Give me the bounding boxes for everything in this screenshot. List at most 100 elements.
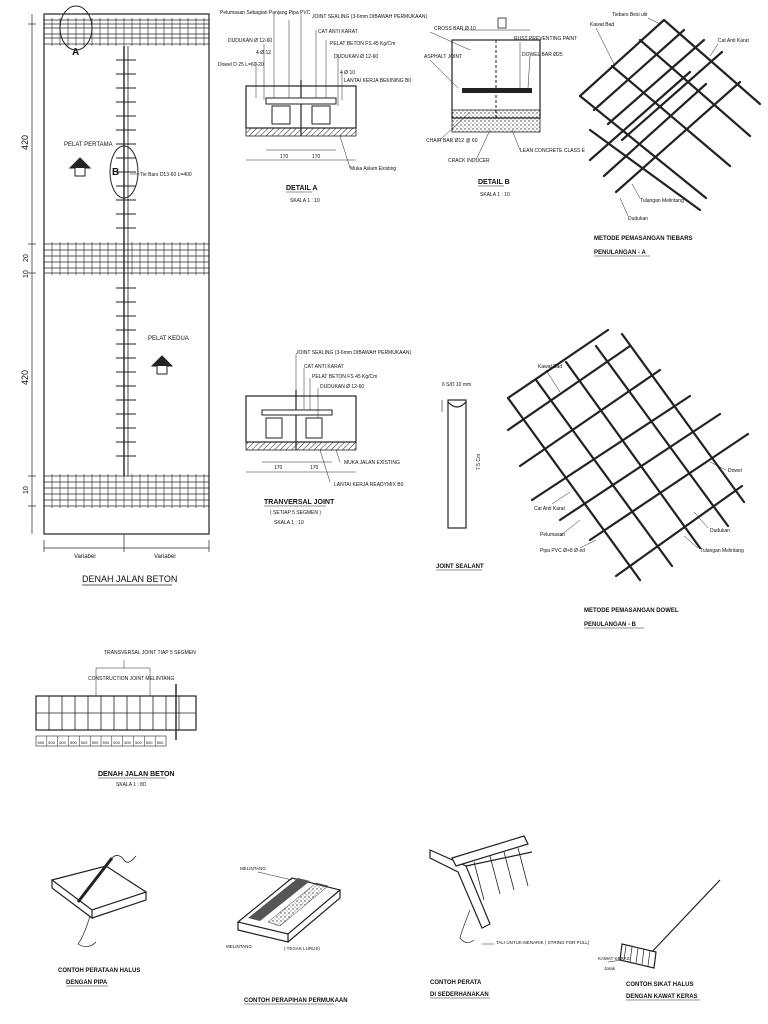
detail-b-crack: CRACK INDUCER [448, 158, 490, 164]
sealant-side: 7.5 Cm [476, 454, 482, 470]
sp-scale: SKALA 1 : 80 [116, 782, 146, 788]
small-plan: TRANSVERSAL JOINT TIAP 5 SEGMEN CONSTRUC… [35, 650, 197, 788]
tj-dim-left: 170 [274, 465, 283, 471]
tj-dim-right: 170 [310, 465, 319, 471]
sp-transversal: TRANSVERSAL JOINT TIAP 5 SEGMEN [104, 650, 196, 656]
small-plan-cell-label: 500 [59, 740, 66, 745]
detail-b-dowel: DOWEL BAR Ø25 [522, 52, 563, 58]
pipa-title-2: DENGAN PIPA [66, 980, 108, 986]
detail-a-joint: JOINT SEALING (3-6mm DIBAWAH PERMUKAAN) [312, 14, 427, 20]
perata-title-2: DI SEDERHANAKAN [430, 992, 489, 998]
mesh-band-middle [44, 243, 209, 274]
variabel-right: Variabel [154, 554, 176, 560]
mesh-band-top [44, 19, 209, 45]
detail-a-dim-left: 170 [280, 154, 289, 160]
perata-label: TALI UNTUK MENARIK ( STRING FOR PULL) [496, 940, 590, 945]
small-plan-cell-label: 500 [157, 740, 164, 745]
mesh-band-bottom [44, 475, 209, 507]
slab-outline [43, 13, 210, 535]
surface-title: CONTOH PERAPIHAN PERMUKAAN [244, 998, 348, 1004]
dowel-kawat: Kawat Bad [538, 364, 562, 370]
tiebar-kawat: Kawat Bad [590, 22, 614, 28]
small-plan-cell-label: 500 [135, 740, 142, 745]
sp-title: DENAH JALAN BETON [98, 771, 175, 778]
dim-420-top: 420 [20, 135, 30, 150]
sikat-title-2: DENGAN KAWAT KERAS [626, 994, 698, 1000]
small-plan-cell-label: 500 [48, 740, 55, 745]
small-plan-cell-label: 500 [124, 740, 131, 745]
dowel-pelumasan: Pelumasan [540, 532, 565, 538]
detail-b-marker [109, 145, 139, 199]
detail-a-pelumasan: Pelumasan Sebagian Panjang Pipa PVC [220, 10, 311, 16]
joint-sealant: 6 S/D 10 mm 7.5 Cm JOINT SEALANT [436, 382, 484, 571]
detail-a-4d12: 4 Ø 12 [256, 50, 271, 56]
dowel-mesh [506, 328, 750, 582]
tiebar-title-2: PENULANGAN - A [594, 250, 646, 256]
detail-a-4d10: 4 Ø 10 [340, 70, 355, 76]
detail-b-scale: SKALA 1 : 10 [480, 192, 510, 198]
example-pipa: CONTOH PERATAAN HALUS DENGAN PIPA [50, 855, 148, 987]
tiebar-mesh [578, 18, 762, 212]
surface-top: MELINTANG [240, 866, 266, 871]
tie-bars [116, 59, 136, 457]
tie-bars-label: Tie Bars D13-60 L=400 [140, 172, 192, 178]
dim-420-bottom: 420 [20, 370, 30, 385]
detail-b: CROSS BAR Ø 10 RUST PREVENTING PAINT ASP… [424, 17, 586, 198]
sikat-title-1: CONTOH SIKAT HALUS [626, 982, 693, 988]
tiebar-title-1: METODE PEMASANGAN TIEBARS [594, 236, 693, 242]
detail-b-cross: CROSS BAR Ø 10 [434, 26, 476, 32]
detail-a-label: A [72, 47, 79, 58]
dowel-tulangan: Tulangan Melintang [700, 548, 744, 554]
dowel-pipa: Pipa PVC Ø+8 Ø ed [540, 548, 585, 554]
tj-joint: JOINT SEALING (3-6mm DIBAWAH PERMUKAAN) [296, 350, 411, 356]
road-plan: A B 420 20 10 420 10 PELAT PERTAMA Tie B… [20, 5, 210, 586]
dowel-dudukan: Dudukan [710, 528, 730, 534]
small-plan-cell-label: 500 [146, 740, 153, 745]
dowel-bar-b [462, 88, 532, 93]
detail-b-title: DETAIL B [478, 179, 510, 186]
detail-a-title: DETAIL A [286, 185, 317, 192]
tj-cat: CAT ANTI KARAT [304, 364, 344, 370]
small-plan-cell-label: 500 [81, 740, 88, 745]
sp-construction: CONSTRUCTION JOINT MELINTANG [88, 676, 174, 682]
transversal-joint: JOINT SEALING (3-6mm DIBAWAH PERMUKAAN) … [245, 350, 411, 526]
tj-subtitle: ( SETIAP 5 SEGMEN ) [270, 510, 321, 516]
dowel-title-2: PENULANGAN - B [584, 622, 637, 628]
small-plan-cell-label: 500 [38, 740, 45, 745]
tiebar-tulangan: Tulangan Melintang [640, 198, 684, 204]
detail-a-dim-right: 170 [312, 154, 321, 160]
small-plan-cell-label: 500 [103, 740, 110, 745]
detail-b-lean: LEAN CONCRETE CLASS E [520, 148, 586, 154]
dim-bottom: 10 [23, 486, 30, 494]
tj-pelat: PELAT BETON FS 45 Kg/Cm [312, 374, 377, 380]
sikat-label-1: KAWAT KERAS [598, 956, 630, 961]
dim-gap-mid: 20 [23, 254, 30, 262]
detail-a-pelat: PELAT BETON FS 45 Kg/Cm [330, 41, 395, 47]
example-perata: TALI UNTUK MENARIK ( STRING FOR PULL) CO… [429, 835, 590, 999]
dowel-bar [265, 97, 337, 105]
detail-b-chair: CHAIR BAR Ø12 @ 60 [426, 138, 478, 144]
variabel-left: Variabel [74, 554, 96, 560]
tiebar-dudukan: Dudukan [628, 216, 648, 222]
detail-a-dudukan: DUDUKAN Ø 12-60 [334, 54, 378, 60]
detail-a-scale: SKALA 1 : 10 [290, 198, 320, 204]
dowel-title-1: METODE PEMASANGAN DOWEL [584, 608, 679, 614]
detail-a: Pelumasan Sebagian Panjang Pipa PVC DUDU… [218, 10, 427, 204]
tj-muka: MUKA JALAN EXISTING [344, 460, 400, 466]
detail-a-cat: CAT ANTI KARAT [318, 29, 358, 35]
detail-a-muka: Muka Aslam Existing [350, 166, 396, 172]
tj-title: TRANVERSAL JOINT [264, 499, 335, 506]
example-sikat: KAWAT KERAS Jarak CONTOH SIKAT HALUS DEN… [598, 879, 721, 1001]
small-plan-cell-label: 500 [70, 740, 77, 745]
tiebar-cat: Cat Anti Karat [718, 38, 749, 44]
sealant-top: 6 S/D 10 mm [442, 382, 471, 388]
pelat-kedua-label: PELAT KEDUA [148, 336, 189, 342]
pelat-pertama-label: PELAT PERTAMA [64, 142, 113, 148]
dowel-cat: Cat Anti Karat [534, 506, 565, 512]
detail-b-rust: RUST PREVENTING PAINT [514, 36, 577, 42]
detail-a-dowel: Dowel D 25 L=60-20 [218, 62, 264, 68]
small-plan-cell-label: 500 [92, 740, 99, 745]
perata-title-1: CONTOH PERATA [430, 980, 482, 986]
